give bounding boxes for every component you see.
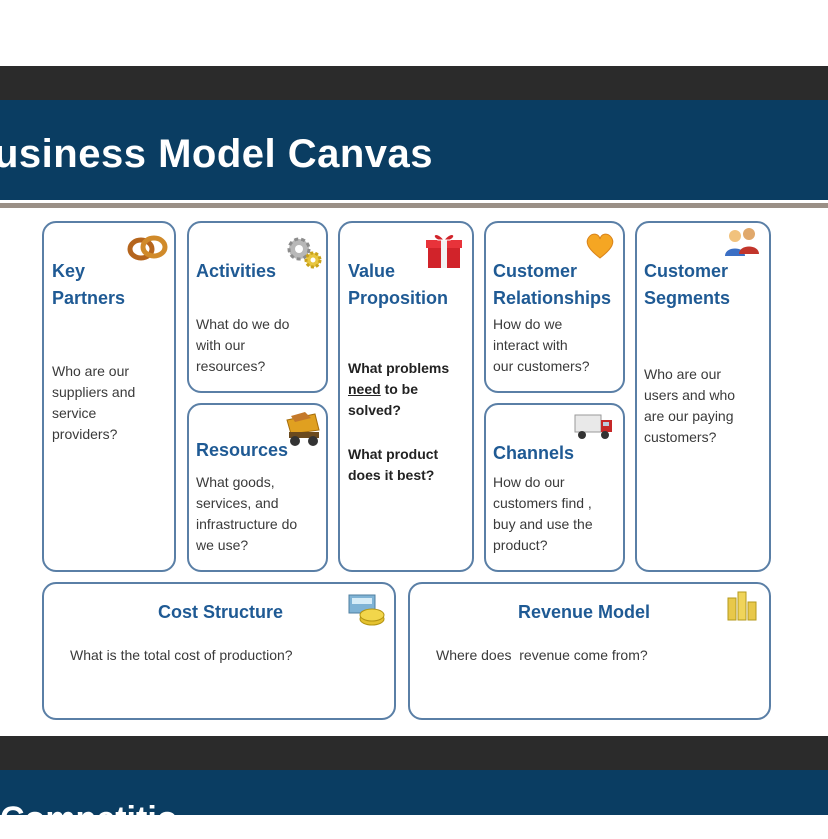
next-slide-title-bar [0,770,828,815]
next-slide-title-cut: Competitio [0,800,178,838]
slide-title: usiness Model Canvas [0,132,434,176]
gift-icon [426,234,462,268]
revenue-model-box [408,582,771,720]
revenue-model-question: Where does revenue come from? [436,647,648,663]
gears-icon [287,237,322,269]
calculator-coins-icon [348,594,385,626]
activities-heading: Activities [196,261,277,281]
coin-stack-icon [727,591,757,621]
value-proposition-box [338,221,474,572]
heart-icon [586,233,614,259]
revenue-model-heading: Revenue Model [518,602,651,622]
dump-truck-icon [286,412,320,446]
rings-icon [127,235,168,261]
delivery-truck-icon [574,414,612,439]
cost-structure-heading: Cost Structure [158,602,284,622]
resources-heading: Resources [196,440,289,460]
bottom-dark-band [0,736,828,770]
title-bar [0,100,828,200]
people-icon [725,228,759,256]
value-proposition-problems: What problems need to be solved? [348,360,450,418]
customer-segments-box [635,221,771,572]
cost-structure-box [42,582,396,720]
divider-white [0,200,828,203]
divider-taupe [0,203,828,208]
cost-structure-question: What is the total cost of production? [70,647,293,663]
key-partners-box [42,221,176,572]
channels-heading: Channels [493,443,575,463]
top-dark-band [0,66,828,100]
